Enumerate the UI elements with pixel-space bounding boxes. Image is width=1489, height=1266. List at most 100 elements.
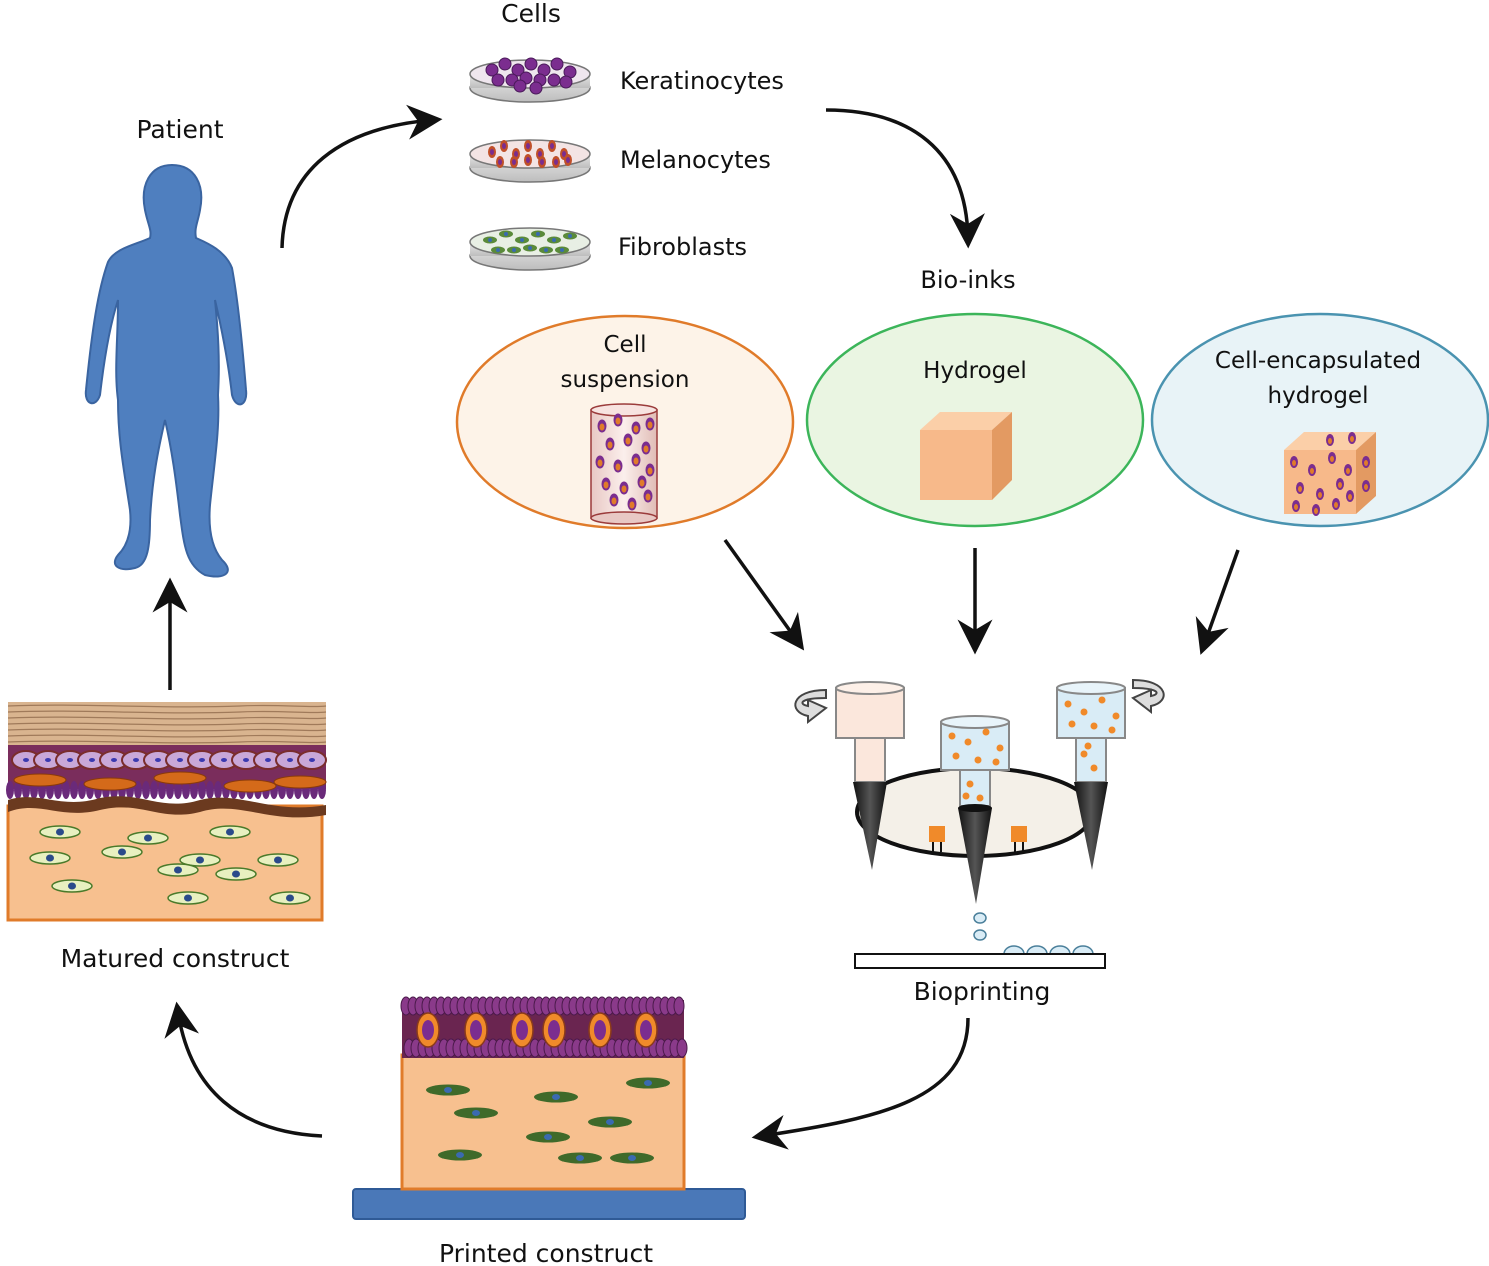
printed-fibroblast-nucleus (472, 1110, 480, 1116)
dermal-fibroblast-nucleus (274, 856, 282, 864)
hydrogel-particle (992, 758, 1000, 766)
cell-suspension-bubble: Cell suspension (455, 314, 795, 530)
keratinocyte-cell (498, 57, 512, 71)
dermal-fibroblast-nucleus (286, 894, 294, 902)
keratinocyte-nucleus (23, 758, 29, 762)
fibroblasts-label: Fibroblasts (618, 233, 747, 261)
suspension-nucleus (621, 485, 627, 493)
cell-suspension-label-line2: suspension (561, 367, 690, 393)
keratinocyte-nucleus (177, 758, 183, 762)
stratum-corneum-line (7, 722, 327, 726)
keratinocyte-cell (550, 57, 564, 71)
encapsulated-particle (1090, 764, 1098, 772)
arrow-printed-to-matured (164, 1001, 323, 1138)
encapsulated-nucleus (1346, 468, 1350, 474)
melanocyte-nucleus (502, 143, 506, 149)
suspension-nucleus (629, 501, 635, 509)
keratinocyte-nucleus (265, 758, 271, 762)
basal-cell (174, 781, 182, 799)
fibroblast-nucleus (552, 238, 556, 242)
suspension-nucleus (645, 493, 651, 501)
melanocyte-dendrite (83, 777, 137, 791)
fibroblast-nucleus (496, 248, 500, 252)
dermal-fibroblast-nucleus (46, 854, 54, 862)
melanocyte-dendrite (223, 779, 277, 793)
bioprinter (794, 678, 1165, 969)
suspension-nucleus (603, 481, 609, 489)
hydrogel-label: Hydrogel (923, 358, 1027, 384)
keratinocyte-nucleus (89, 758, 95, 762)
suspension-nucleus (633, 457, 639, 465)
dermal-fibroblast-nucleus (174, 866, 182, 874)
melanocyte-nucleus (562, 151, 566, 157)
melanocyte-dendrite (273, 775, 327, 789)
melanocyte-nucleus (538, 151, 542, 157)
encapsulated-nucleus (1318, 492, 1322, 498)
suspension-nucleus (599, 423, 605, 431)
suspension-nucleus (643, 445, 649, 453)
basal-cell (190, 781, 198, 799)
printed-fibroblast-nucleus (576, 1155, 584, 1161)
hydrogel-particle (996, 744, 1004, 752)
printed-epidermal-cell (676, 1038, 688, 1058)
fibroblast-nucleus (568, 234, 572, 238)
stratum-corneum-line (7, 716, 327, 720)
hydrogel-bubble: Hydrogel (805, 312, 1145, 528)
encapsulated-nucleus (1330, 456, 1334, 462)
keratinocyte-nucleus (45, 758, 51, 762)
arrow-patient-to-cells (280, 104, 443, 249)
cell-suspension-label-line1: Cell (604, 332, 647, 358)
basal-cell (150, 781, 158, 799)
melanocyte-nucleus (540, 159, 544, 165)
printed-melanocyte-nucleus (594, 1020, 606, 1040)
melanocyte-nucleus (498, 159, 502, 165)
keratinocyte-cell (547, 73, 561, 87)
printed-melanocyte-nucleus (548, 1020, 560, 1040)
cartridge-cell-suspension (835, 681, 905, 870)
melanocyte-nucleus (490, 149, 494, 155)
arrow-cells-to-bioinks (825, 108, 985, 249)
matured-construct-label: Matured construct (61, 944, 290, 973)
fibroblast-nucleus (504, 232, 508, 236)
hydrogel-particle (966, 780, 974, 788)
encapsulated-nucleus (1334, 502, 1338, 508)
printed-fibroblast-nucleus (544, 1134, 552, 1140)
encapsulated-particle (1098, 696, 1106, 704)
printed-fibroblast-nucleus (606, 1119, 614, 1125)
arrow-encapsulated-to-printer (1195, 549, 1240, 655)
patient-label: Patient (136, 115, 223, 144)
dermal-fibroblast-nucleus (68, 882, 76, 890)
printed-fibroblast-nucleus (552, 1094, 560, 1100)
printed-melanocyte-nucleus (640, 1020, 652, 1040)
printed-melanocyte-nucleus (470, 1020, 482, 1040)
hydrogel-particle (952, 752, 960, 760)
cartridge-hydrogel (940, 715, 1010, 904)
encapsulated-particle (1064, 700, 1072, 708)
suspension-nucleus (639, 479, 645, 487)
arrow-suspension-to-printer (723, 538, 805, 651)
dermal-fibroblast-nucleus (56, 828, 64, 836)
encapsulated-nucleus (1338, 482, 1342, 488)
fibroblast-nucleus (512, 248, 516, 252)
keratinocyte-nucleus (67, 758, 73, 762)
suspension-nucleus (633, 425, 639, 433)
printed-melanocyte-nucleus (516, 1020, 528, 1040)
printed-melanocyte-nucleus (422, 1020, 434, 1040)
hydrogel-particle (982, 728, 990, 736)
printed-epidermal-cell (673, 996, 685, 1016)
keratinocyte-cell (524, 57, 538, 71)
melanocyte-nucleus (526, 157, 530, 163)
cell-encapsulated-label-line1: Cell-encapsulated (1215, 348, 1421, 374)
hydrogel-particle (974, 756, 982, 764)
dermal-fibroblast-nucleus (144, 834, 152, 842)
cell-suspension-tube (590, 403, 658, 525)
encapsulated-nucleus (1328, 438, 1332, 444)
matured-construct (6, 702, 327, 922)
cell-encapsulated-label-line2: hydrogel (1268, 383, 1369, 409)
encapsulated-nucleus (1294, 504, 1298, 510)
fibroblast-nucleus (488, 238, 492, 242)
encapsulated-nucleus (1292, 460, 1296, 466)
keratinocyte-cell (511, 63, 525, 77)
dermal-fibroblast-nucleus (232, 870, 240, 878)
